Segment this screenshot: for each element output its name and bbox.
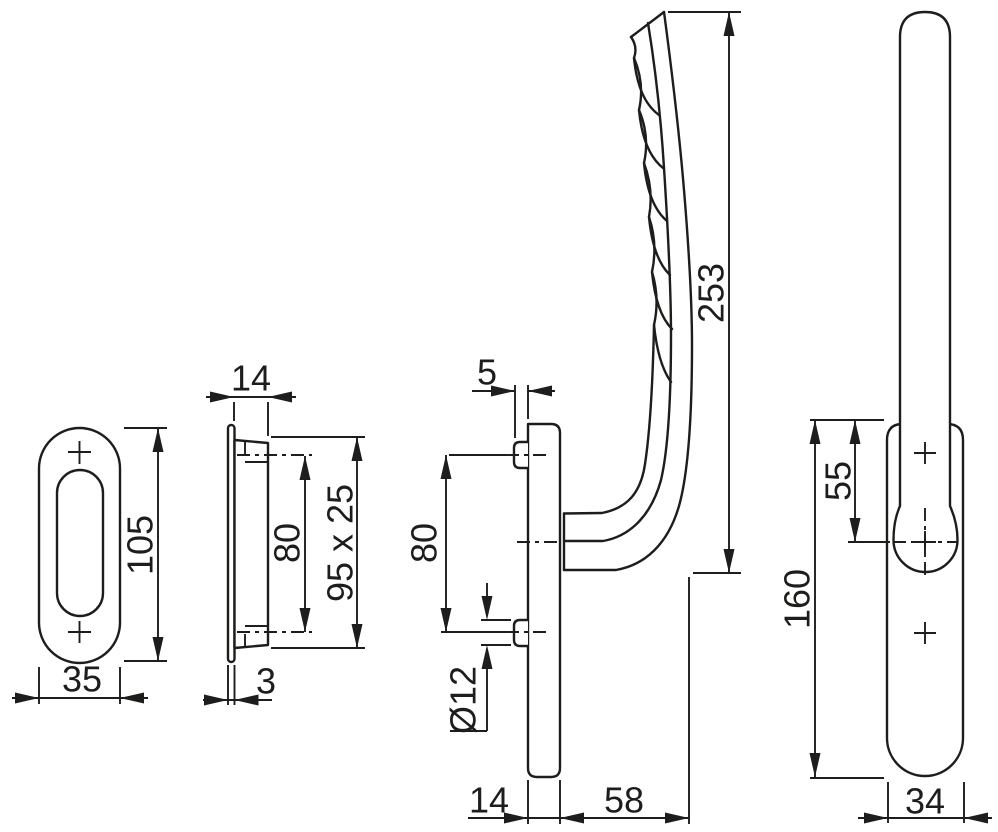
dim-plate-width: 34 bbox=[858, 781, 992, 824]
dim-plate-height: 160 bbox=[777, 419, 884, 779]
arrowhead-left-icon bbox=[268, 391, 292, 403]
escutcheon-side-view: 14 80 95 x 25 3 bbox=[203, 358, 365, 706]
dim-overall-height: 253 bbox=[668, 11, 741, 574]
dim-boss-protrusion: 5 bbox=[472, 352, 555, 438]
dim-grip-center-offset-label: 55 bbox=[818, 461, 859, 501]
arrowhead-up-icon bbox=[809, 420, 821, 444]
arrowhead-up-icon bbox=[152, 428, 164, 452]
dim-plate-width-label: 34 bbox=[905, 781, 945, 822]
arrowhead-down-icon bbox=[351, 624, 363, 648]
arrowhead-left-icon bbox=[964, 812, 988, 824]
arrowhead-right-icon bbox=[491, 385, 515, 397]
arrowhead-up-icon bbox=[440, 455, 452, 479]
dim-boss-diameter-label: Ø12 bbox=[443, 666, 484, 734]
arrowhead-left-icon bbox=[560, 812, 584, 824]
handle-middle-contour bbox=[562, 21, 673, 543]
dim-plate-depth-label: 14 bbox=[469, 780, 509, 821]
arrowhead-up-icon bbox=[299, 456, 311, 480]
handle-outer-contour bbox=[562, 10, 694, 572]
arrowhead-down-icon bbox=[299, 608, 311, 632]
dim-hole-spacing-label: 80 bbox=[404, 523, 445, 563]
boss-outline bbox=[233, 438, 270, 650]
escutcheon-recess-outline bbox=[55, 468, 105, 618]
arrowhead-down-icon bbox=[481, 596, 493, 620]
arrowhead-left-icon bbox=[234, 694, 259, 706]
dim-overall-height-label: 253 bbox=[691, 263, 732, 323]
handle-inner-contour bbox=[562, 35, 658, 515]
backplate-side-outline bbox=[526, 422, 562, 779]
arrowhead-down-icon bbox=[849, 518, 861, 542]
grip-front-outline bbox=[892, 10, 959, 574]
grip-groove-lines bbox=[632, 56, 674, 384]
dim-plate-depth-and-projection: 14 58 bbox=[468, 577, 690, 824]
escutcheon-front-view: 105 35 bbox=[12, 426, 167, 704]
arrowhead-up-icon bbox=[849, 420, 861, 444]
handle-side-view: 5 80 Ø12 253 14 58 bbox=[404, 10, 741, 824]
screw-cross-top-icon bbox=[914, 442, 936, 464]
counterbore-bottom bbox=[244, 625, 268, 647]
dim-plate-height-label: 160 bbox=[777, 569, 818, 629]
screw-cross-bottom-icon bbox=[68, 621, 91, 643]
arrowhead-down-icon bbox=[440, 608, 452, 632]
screw-boss-bottom-outline bbox=[512, 618, 530, 648]
arrowhead-up-icon bbox=[723, 12, 735, 36]
arrowhead-right-icon bbox=[204, 694, 228, 706]
dim-escutcheon-width-label: 35 bbox=[62, 659, 102, 700]
arrowhead-down-icon bbox=[723, 549, 735, 573]
dim-projection-label: 58 bbox=[604, 780, 644, 821]
arrowhead-down-icon bbox=[809, 753, 821, 777]
arrowhead-up-icon bbox=[481, 645, 493, 669]
dim-escutcheon-width: 35 bbox=[12, 659, 148, 704]
arrowhead-right-icon bbox=[504, 812, 528, 824]
arrowhead-left-icon bbox=[528, 385, 552, 397]
dim-escutcheon-depth: 14 bbox=[206, 358, 296, 436]
dim-plate-size-label: 95 x 25 bbox=[320, 484, 361, 602]
dim-hole-spacing-side: 80 bbox=[267, 456, 311, 632]
screw-cross-bottom-icon bbox=[914, 622, 936, 644]
screw-cross-top-icon bbox=[68, 441, 91, 464]
arrowhead-right-icon bbox=[210, 391, 234, 403]
dim-escutcheon-depth-label: 14 bbox=[231, 358, 271, 399]
counterbore-top bbox=[244, 441, 268, 463]
handle-front-view: 55 160 34 bbox=[777, 10, 992, 824]
dim-plate-size: 95 x 25 bbox=[271, 436, 365, 649]
arrowhead-right-icon bbox=[864, 812, 888, 824]
handle-tip-edge bbox=[629, 10, 666, 39]
arrowhead-right-icon bbox=[665, 812, 689, 824]
dim-escutcheon-height: 105 bbox=[120, 427, 167, 662]
dim-boss-diameter: Ø12 bbox=[443, 583, 511, 734]
dim-flange-thickness-label: 3 bbox=[256, 661, 276, 702]
dim-escutcheon-height-label: 105 bbox=[120, 515, 161, 575]
arrowhead-left-icon bbox=[120, 692, 144, 704]
dim-boss-protrusion-label: 5 bbox=[477, 352, 497, 393]
dim-grip-center-offset: 55 bbox=[818, 420, 890, 543]
arrowhead-up-icon bbox=[351, 437, 363, 461]
arrowhead-right-icon bbox=[15, 692, 39, 704]
dim-flange-thickness: 3 bbox=[203, 661, 276, 706]
dim-hole-spacing-handle: 80 bbox=[404, 454, 507, 633]
dim-hole-spacing-label: 80 bbox=[267, 523, 308, 563]
arrowhead-down-icon bbox=[152, 637, 164, 661]
